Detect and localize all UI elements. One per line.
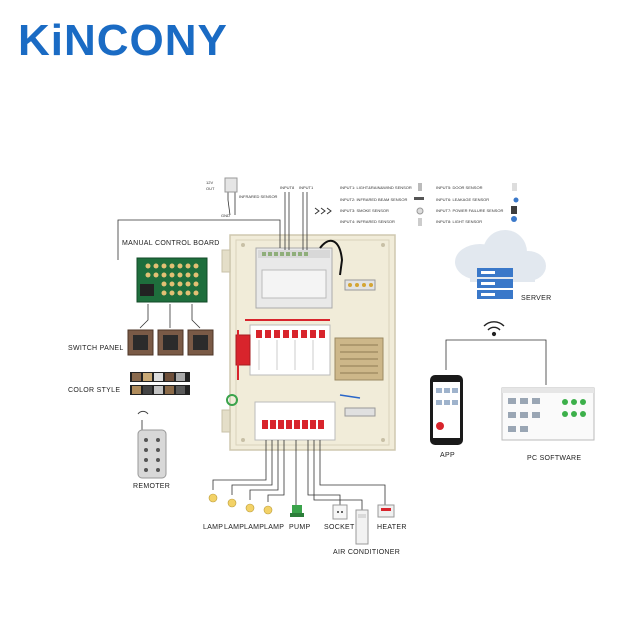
sensor-list-item: INPUT8: LIGHT SENSOR [436,219,483,224]
relay-controller [255,247,333,309]
color-style-swatches [130,372,190,395]
sensor-list-item: INPUT2: INFRARED BEAM SENSOR [340,197,408,202]
breaker-row-1 [249,324,331,376]
load-label-socket: SOCKET [324,524,355,531]
breaker-row-2 [254,401,336,441]
sensor-list-item: INPUT6: LEAKAGE SENSOR [436,197,490,202]
load-label-lamp: LAMP [203,524,224,531]
infrared-sensor-graphic [224,177,238,193]
heater-icon [377,504,395,518]
remote-graphic [137,410,167,479]
cloud-server-graphic [455,230,546,299]
switch-panel-graphic [127,304,214,356]
infrared-sensor-label: INFRARED SENSOR [239,194,278,199]
pc-window-graphic [501,387,595,441]
load-label-lamp: LAMP [224,524,245,531]
pc-software-label: PC SOFTWARE [527,455,582,462]
manual-control-board-graphic [136,257,208,303]
sensor-list-item: INPUT1: LIGHT&RAIN&WIND SENSOR [340,185,412,190]
color-style-label: COLOR STYLE [68,387,121,394]
input8-label: INPUT8 [280,185,295,190]
load-label-heater: HEATER [377,524,407,531]
load-label-lamp: LAMP [244,524,265,531]
sensor-list-item: INPUT4: INFRARED SENSOR [340,219,395,224]
lamp-icons [208,493,273,515]
kincony-logo: KiNCONY [18,16,228,65]
load-label-lamp: LAMP [264,524,285,531]
wire-label-out: OUT [206,186,215,191]
manual-control-board-label: MANUAL CONTROL BOARD [122,240,220,247]
switch-panel-label: SWITCH PANEL [68,345,124,352]
air-conditioner-label: AIR CONDITIONER [333,549,401,556]
terminal-row-top [344,279,376,291]
input1-label: INPUT1 [299,185,314,190]
wire-label-12v: 12V [206,180,214,185]
wire-label-gnd: GND [221,213,230,218]
remoter-label: REMOTER [133,483,171,490]
load-label-pump: PUMP [289,524,311,531]
sensor-list-item: INPUT7: POWER FAILURE SENSOR [436,208,504,213]
sensor-list-item: INPUT5: DOOR SENSOR [436,185,483,190]
server-label: SERVER [521,295,552,302]
sensor-list-icons [414,183,519,226]
power-supply [334,337,384,381]
sensor-list-item: INPUT3: SMOKE SENSOR [340,208,389,213]
wifi-icon [483,321,505,337]
pump-icon [290,505,304,517]
arrows-icon [314,207,332,215]
app-label: APP [440,452,455,459]
socket-icon [332,504,348,520]
phone-graphic [430,375,463,445]
air-conditioner-icon [355,509,369,545]
